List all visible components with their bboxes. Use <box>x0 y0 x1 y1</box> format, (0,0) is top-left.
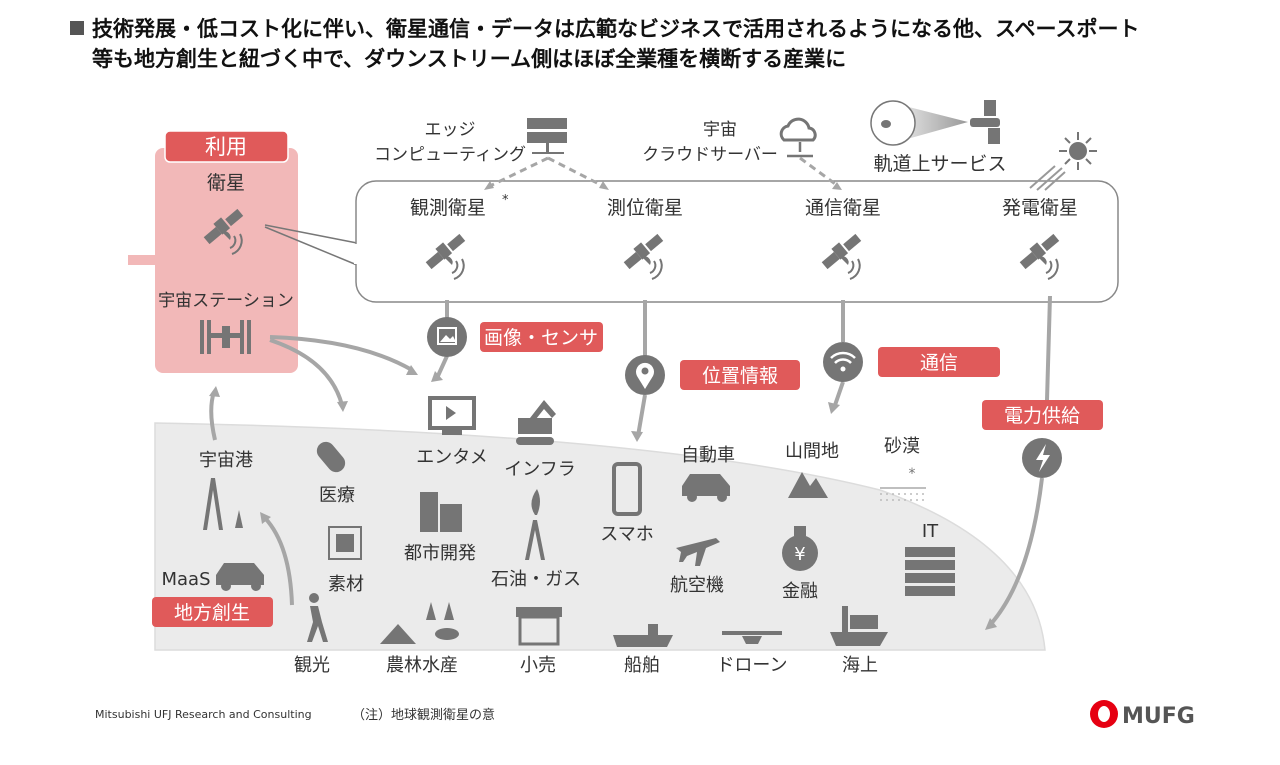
drone-icon <box>722 631 782 644</box>
monitor-play-icon <box>428 396 476 435</box>
edge-dashed-arrows <box>489 156 604 188</box>
industry-smartphone: スマホ <box>600 524 653 545</box>
edge-label-2: コンピューティング <box>374 145 526 165</box>
source-credit: Mitsubishi UFJ Research and Consulting <box>95 708 312 721</box>
industry-spaceport: 宇宙港 <box>199 450 253 471</box>
industry-oil-gas: 石油・ガス <box>491 569 581 590</box>
title-bullet-icon <box>70 21 84 35</box>
mufg-logo: MUFG <box>1090 700 1195 729</box>
oil-rig-icon <box>525 489 545 560</box>
usage-tab <box>164 130 289 163</box>
money-bag-icon: ¥ <box>782 526 818 571</box>
industry-agriculture: 農林水産 <box>386 655 458 676</box>
cargo-ship-icon <box>830 606 888 646</box>
image-sensor-label: 画像・センサ <box>484 327 598 349</box>
smartphone-icon <box>612 462 642 516</box>
footnote: （注）地球観測衛星の意 <box>352 707 495 723</box>
industry-maritime: 海上 <box>842 655 878 676</box>
airplane-icon <box>676 538 720 566</box>
shop-icon <box>516 607 562 646</box>
industry-urban-development: 都市開発 <box>404 543 476 564</box>
industry-aircraft: 航空機 <box>670 575 724 596</box>
edge-label-1: エッジ <box>425 120 476 140</box>
car-icon-2 <box>682 474 730 502</box>
cloud-icon <box>779 117 817 142</box>
industry-mountain: 山間地 <box>785 441 839 462</box>
agriculture-icon <box>380 602 459 644</box>
earth-icon <box>870 100 916 146</box>
sun-icon <box>1029 132 1097 191</box>
orbit-service-label: 軌道上サービス <box>873 153 1006 175</box>
usage-connector <box>128 255 158 265</box>
industry-entertainment: エンタメ <box>416 447 487 468</box>
industry-medical: 医療 <box>319 485 355 506</box>
ground-area <box>154 422 1046 651</box>
sat-note-asterisk: * <box>502 193 509 208</box>
industry-it: IT <box>922 521 939 542</box>
industry-tourism: 観光 <box>294 655 330 676</box>
industry-materials: 素材 <box>328 574 364 595</box>
industry-finance: 金融 <box>782 581 818 602</box>
server-rack-icon <box>905 547 955 596</box>
callout-lines <box>264 224 358 266</box>
regional-revitalization-label: 地方創生 <box>174 602 250 624</box>
sat-label-power: 発電衛星 <box>1002 197 1078 219</box>
svg-text:*: * <box>909 466 916 482</box>
car-icon <box>216 563 264 591</box>
satellite-group-box <box>355 180 1119 303</box>
industry-infrastructure: インフラ <box>504 459 575 480</box>
power-supply-label: 電力供給 <box>1004 405 1080 427</box>
service-satellite-icon <box>970 100 1000 144</box>
usage-box <box>155 148 298 373</box>
industry-retail: 小売 <box>520 655 556 676</box>
usage-tab-label: 利用 <box>205 135 247 159</box>
regional-revitalization-badge <box>152 597 273 627</box>
mountain-icon <box>788 472 828 498</box>
wifi-icon <box>823 342 863 382</box>
cloud-dashed-arrow <box>799 156 839 188</box>
sat-label-positioning: 測位衛星 <box>607 197 683 219</box>
space-station-icon <box>200 320 251 354</box>
title-line-2: 等も地方創生と紐づく中で、ダウンストリーム側はほぼ全業種を横断する産業に <box>92 47 846 71</box>
server-icon <box>527 118 567 154</box>
title-line-1: 技術発展・低コスト化に伴い、衛星通信・データは広範なビジネスで活用されるようにな… <box>92 17 1139 41</box>
building-icon <box>420 492 462 532</box>
position-label: 位置情報 <box>702 365 778 387</box>
usage-satellite-label: 衛星 <box>207 172 245 194</box>
spaceport-tower-icon <box>203 478 243 530</box>
industry-desert: 砂漠 <box>884 436 920 457</box>
position-badge <box>680 360 800 390</box>
ship-icon <box>613 624 673 647</box>
image-sensor-badge <box>480 322 603 352</box>
excavator-icon <box>516 400 556 445</box>
industry-drone: ドローン <box>716 655 787 676</box>
walking-person-icon <box>307 593 328 642</box>
desert-icon: * <box>880 466 926 501</box>
mufg-logo-text: MUFG <box>1122 704 1195 729</box>
usage-station-label: 宇宙ステーション <box>158 291 294 311</box>
industry-automobile: 自動車 <box>681 445 735 466</box>
chip-icon <box>328 526 362 560</box>
industry-vessel: 船舶 <box>624 655 660 676</box>
communication-badge <box>878 347 1000 377</box>
sat-label-communication: 通信衛星 <box>805 197 881 219</box>
svg-text:¥: ¥ <box>794 544 805 565</box>
cloud-label-1: 宇宙 <box>703 120 737 140</box>
communication-label: 通信 <box>920 352 958 374</box>
power-supply-badge <box>982 400 1103 430</box>
sat-label-observation: 観測衛星 <box>410 197 486 219</box>
medicine-capsule-icon <box>316 441 346 473</box>
station-arrows <box>269 335 413 406</box>
industry-maas: MaaS <box>161 569 210 590</box>
cloud-label-2: クラウドサーバー <box>642 145 778 165</box>
